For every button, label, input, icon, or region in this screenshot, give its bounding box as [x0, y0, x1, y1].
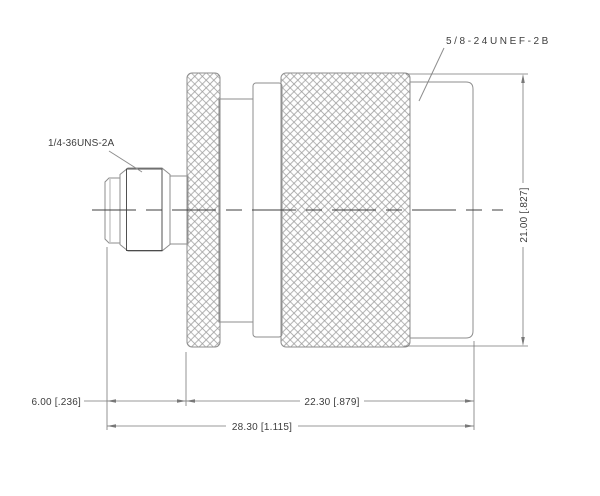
dimension-arrow-up [521, 74, 525, 83]
dimension-arrow-right [465, 399, 474, 403]
dimension-arrow-left [107, 424, 116, 428]
callout-large-leader-line [418, 47, 445, 102]
hex-nut-outline [119, 167, 171, 252]
dimension-arrow-down [521, 337, 525, 346]
dim-interface-length: 6.00 [.236] [32, 247, 187, 430]
dimension-arrow-right [465, 424, 474, 428]
body-step-narrow [218, 98, 254, 323]
dim-body-length-label: 22.30 [.879] [304, 397, 359, 408]
callout-large-thread: 5/8-24UNEF-2B [418, 36, 551, 102]
callout-large-thread-label: 5/8-24UNEF-2B [446, 36, 551, 47]
dim-body-length: 22.30 [.879] [186, 341, 475, 430]
dimension-arrow-left [107, 399, 116, 403]
sma-thread-end [104, 177, 121, 244]
thread-cylinder [104, 177, 121, 244]
dim-outer-diameter: 21.00 [.827] [404, 73, 530, 347]
dimension-arrow-right [177, 399, 186, 403]
callout-small-thread: 1/4-36UNS-2A [48, 138, 143, 173]
dimension-arrow-left [186, 399, 195, 403]
coupling-hex-nut [119, 167, 171, 252]
dim-overall-length: 28.30 [1.115] [107, 422, 474, 433]
dim-overall-length-label: 28.30 [1.115] [232, 422, 292, 433]
callout-small-thread-label: 1/4-36UNS-2A [48, 138, 114, 149]
dim-outer-diameter-label: 21.00 [.827] [519, 187, 530, 242]
dim-interface-length-label: 6.00 [.236] [32, 397, 81, 408]
callout-small-leader-line [108, 150, 143, 173]
